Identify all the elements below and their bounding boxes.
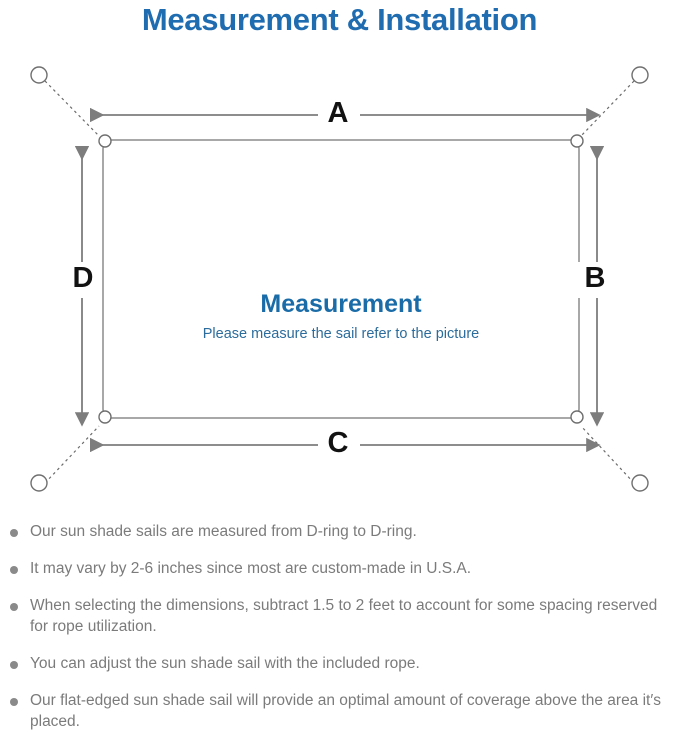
- rope-bottom-left: [44, 425, 100, 484]
- bullet-icon: [10, 529, 18, 537]
- sail-subheading: Please measure the sail refer to the pic…: [202, 326, 480, 342]
- notes-list: Our sun shade sails are measured from D-…: [0, 521, 679, 748]
- dimension-label-c: C: [318, 427, 358, 459]
- anchor-points: [30, 66, 649, 492]
- shade-sail-diagram: Measurement Please measure the sail refe…: [0, 46, 679, 511]
- dimension-label-d: D: [66, 262, 100, 298]
- rope-bottom-right: [580, 425, 635, 484]
- sail-heading: Measurement: [260, 290, 422, 318]
- d-ring-bottom-left: [98, 410, 112, 424]
- d-ring-top-left: [98, 134, 112, 148]
- note-text: When selecting the dimensions, subtract …: [30, 597, 658, 635]
- note-text: Our flat-edged sun shade sail will provi…: [30, 692, 662, 730]
- list-item: You can adjust the sun shade sail with t…: [0, 653, 679, 674]
- page-title: Measurement & Installation: [141, 2, 538, 37]
- anchor-top-left: [30, 66, 48, 84]
- sail-body: [102, 139, 580, 419]
- rope-lines: [44, 80, 635, 484]
- d-ring-bottom-right: [570, 410, 584, 424]
- rope-top-left: [44, 80, 100, 137]
- list-item: When selecting the dimensions, subtract …: [0, 595, 679, 637]
- list-item: Our flat-edged sun shade sail will provi…: [0, 690, 679, 732]
- anchor-top-right: [631, 66, 649, 84]
- rope-top-right: [580, 80, 635, 137]
- dimension-label-b: B: [578, 262, 612, 298]
- list-item: It may vary by 2-6 inches since most are…: [0, 558, 679, 579]
- anchor-bottom-right: [631, 474, 649, 492]
- bullet-icon: [10, 661, 18, 669]
- list-item: Our sun shade sails are measured from D-…: [0, 521, 679, 542]
- note-text: Our sun shade sails are measured from D-…: [30, 523, 417, 540]
- note-text: You can adjust the sun shade sail with t…: [30, 655, 420, 672]
- anchor-bottom-left: [30, 474, 48, 492]
- d-ring-top-right: [570, 134, 584, 148]
- d-rings: [98, 134, 584, 424]
- note-text: It may vary by 2-6 inches since most are…: [30, 560, 472, 577]
- bullet-icon: [10, 603, 18, 611]
- dimension-label-a: A: [318, 97, 358, 129]
- bullet-icon: [10, 698, 18, 706]
- bullet-icon: [10, 566, 18, 574]
